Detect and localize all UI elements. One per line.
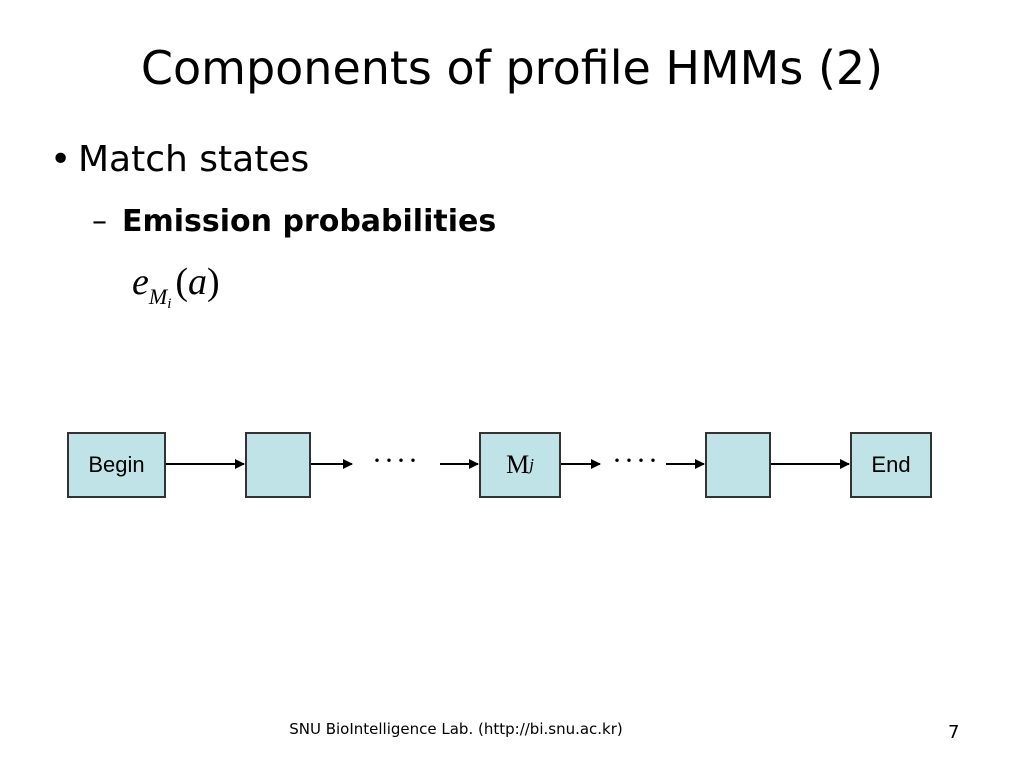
ellipsis-left: ····: [372, 444, 420, 477]
formula-open-paren: (: [175, 261, 189, 303]
formula-arg-var: a: [188, 261, 208, 303]
slide-title: Components of profile HMMs (2): [140, 41, 884, 95]
sub-bullet-marker: –: [92, 204, 107, 239]
sub-bullet-item: –Emission probabilities: [92, 202, 496, 242]
emission-formula: eMi(a): [132, 258, 220, 314]
node-begin: Begin: [67, 432, 166, 498]
footer-text: SNU BioIntelligence Lab. (http://bi.snu.…: [289, 720, 623, 738]
bullet-marker: •: [50, 139, 72, 180]
page-number: 7: [948, 722, 960, 743]
node-end-label: End: [871, 452, 911, 477]
bullet-item: •Match states: [50, 138, 309, 182]
node-end: End: [850, 432, 932, 498]
formula-sub-subscript: i: [167, 296, 172, 312]
formula-subscript: M: [148, 284, 168, 309]
node-begin-label: Begin: [88, 452, 145, 477]
node-match-sublabel: j: [529, 455, 534, 474]
node-match-label: M: [506, 450, 530, 479]
ellipsis-right: ····: [612, 444, 660, 477]
node-state-n: [705, 432, 771, 498]
formula-close-paren: ): [207, 261, 220, 303]
node-state-1: [245, 432, 311, 498]
formula-argument: (a): [175, 261, 219, 303]
formula-base: e: [132, 261, 149, 303]
sub-bullet-text: Emission probabilities: [122, 204, 497, 239]
bullet-text: Match states: [78, 139, 310, 180]
